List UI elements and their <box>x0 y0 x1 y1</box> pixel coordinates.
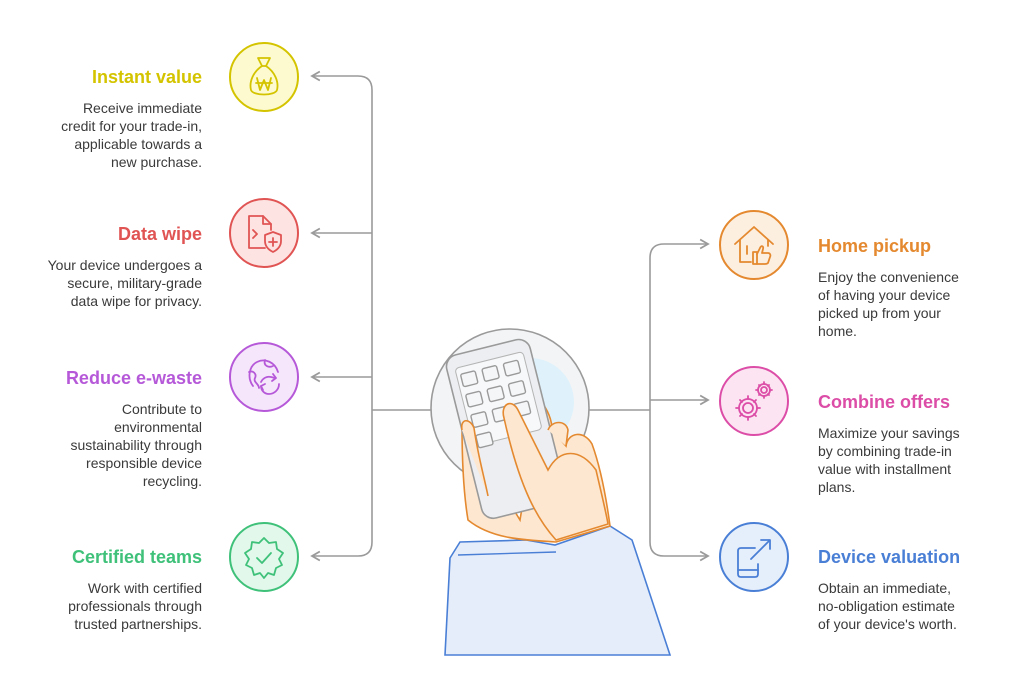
right-connectors <box>588 238 710 562</box>
item-home-pickup: Home pickup Enjoy the convenience of hav… <box>818 235 1008 340</box>
item-data-wipe: Data wipe Your device undergoes a secure… <box>20 223 202 310</box>
item-title: Data wipe <box>117 224 202 244</box>
globe-recycle-icon <box>229 342 299 412</box>
item-description: Obtain an immediate, no-obligation estim… <box>818 580 957 632</box>
item-description: Your device undergoes a secure, military… <box>47 257 202 309</box>
item-title: Instant value <box>91 67 202 87</box>
item-title: Reduce e-waste <box>65 368 202 388</box>
left-connectors <box>310 70 432 562</box>
document-shield-icon <box>229 198 299 268</box>
item-device-valuation: Device valuation Obtain an immediate, no… <box>818 546 1008 633</box>
item-description: Maximize your savings by combining trade… <box>818 425 960 495</box>
item-reduce-e-waste: Reduce e-waste Contribute to environment… <box>20 367 202 490</box>
item-title: Device valuation <box>818 547 961 567</box>
item-description: Work with certified professionals throug… <box>68 580 202 632</box>
certified-badge-icon <box>229 522 299 592</box>
item-description: Contribute to environmental sustainabili… <box>70 401 202 489</box>
hand-holding-phone-icon <box>430 328 672 656</box>
item-description: Enjoy the convenience of having your dev… <box>818 269 959 339</box>
item-title: Combine offers <box>818 392 951 412</box>
item-instant-value: Instant value Receive immediate credit f… <box>20 66 202 171</box>
item-certified-teams: Certified teams Work with certified prof… <box>20 546 202 633</box>
gears-icon <box>719 366 789 436</box>
phone-trend-icon <box>719 522 789 592</box>
item-description: Receive immediate credit for your trade-… <box>61 100 202 170</box>
item-combine-offers: Combine offers Maximize your savings by … <box>818 391 1008 496</box>
money-bag-icon <box>229 42 299 112</box>
item-title: Home pickup <box>818 236 932 256</box>
house-thumbs-up-icon <box>719 210 789 280</box>
item-title: Certified teams <box>71 547 202 567</box>
